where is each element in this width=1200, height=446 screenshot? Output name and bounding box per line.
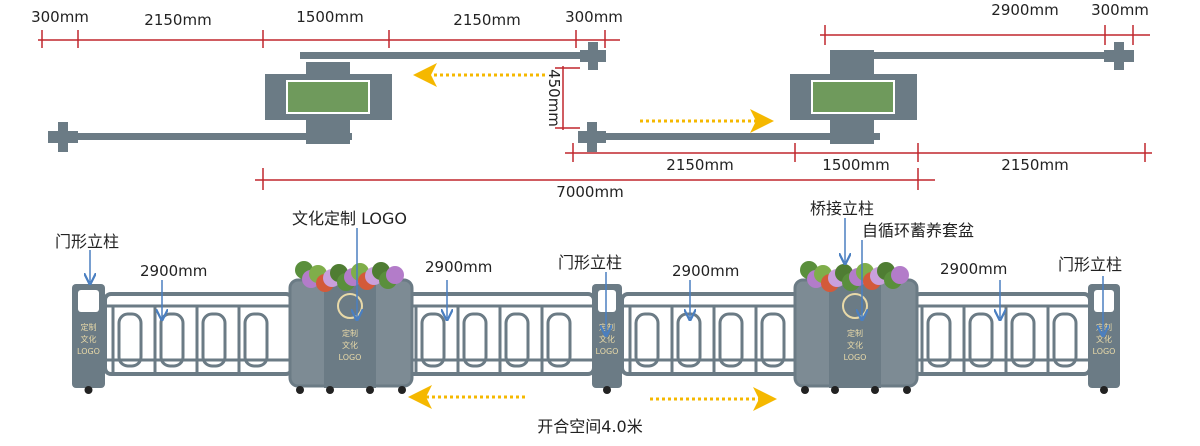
dim-label: 2150mm xyxy=(666,156,733,174)
plant-foliage xyxy=(891,266,909,284)
planter-logo-text: 定制 xyxy=(342,328,358,338)
logo-label: 文化定制 LOGO xyxy=(292,209,407,228)
post-cross xyxy=(588,42,598,70)
plan-left-unit xyxy=(48,42,606,152)
top-rail xyxy=(860,52,1115,59)
dimension-lines xyxy=(38,25,1152,190)
planter-soil xyxy=(811,80,895,114)
dim-label: 2900mm xyxy=(991,1,1058,19)
caster-wheel xyxy=(831,386,839,394)
planter-logo-text: 定制 xyxy=(847,328,863,338)
dim-label: 2150mm xyxy=(1001,156,1068,174)
post-logo-text: 文化 xyxy=(1096,334,1112,344)
caster-wheel xyxy=(801,386,809,394)
post-opening xyxy=(78,290,99,312)
post-logo-text: LOGO xyxy=(77,347,100,356)
post-opening xyxy=(598,290,616,312)
caster-wheel xyxy=(903,386,911,394)
caster-wheel xyxy=(1100,386,1108,394)
planter-label: 自循环蓄养套盆 xyxy=(862,221,974,240)
post-logo-text: 文化 xyxy=(81,334,97,344)
top-rail xyxy=(300,52,585,59)
dim-label: 2150mm xyxy=(144,11,211,29)
planter-logo-text: LOGO xyxy=(339,353,362,362)
post-cross xyxy=(58,122,68,152)
post-opening xyxy=(1094,290,1114,312)
pointer-arrows xyxy=(90,218,1103,334)
fence-loop xyxy=(420,312,446,368)
post-logo-text: LOGO xyxy=(596,347,619,356)
post-label: 门形立柱 xyxy=(558,253,622,272)
post-logo-text: 定制 xyxy=(1096,322,1112,332)
fence-loop xyxy=(546,312,572,368)
gap-dim-label: 450mm xyxy=(545,69,563,127)
dim-label: 300mm xyxy=(565,8,623,26)
post-logo-text: LOGO xyxy=(1093,347,1116,356)
bottom-rail xyxy=(590,133,880,140)
fence-loop xyxy=(760,312,786,368)
plan-right-unit xyxy=(578,42,1134,152)
planter-logo-text: 文化 xyxy=(847,340,863,350)
caster-wheel xyxy=(871,386,879,394)
post-label: 门形立柱 xyxy=(1058,255,1122,274)
fence-loop xyxy=(243,312,269,368)
fence-loop xyxy=(462,312,488,368)
plant-foliage xyxy=(386,266,404,284)
fence-loop xyxy=(1052,312,1078,368)
fence-loop xyxy=(676,312,702,368)
tree-logo-icon xyxy=(842,293,868,319)
post-cross xyxy=(1114,42,1124,70)
post-logo-text: 定制 xyxy=(599,322,615,332)
fence-loop xyxy=(1010,312,1036,368)
caster-wheel xyxy=(326,386,334,394)
caster-wheel xyxy=(603,386,611,394)
fence-loop xyxy=(201,312,227,368)
tree-logo-icon xyxy=(337,293,363,319)
panel-length-label: 2900mm xyxy=(140,262,207,280)
fence-loop xyxy=(718,312,744,368)
dim-label: 2150mm xyxy=(453,11,520,29)
planter-logo-text: LOGO xyxy=(844,353,867,362)
panel-length-label: 2900mm xyxy=(672,262,739,280)
planter-logo-text: 文化 xyxy=(342,340,358,350)
caster-wheel xyxy=(296,386,304,394)
panel-length-label: 2900mm xyxy=(940,260,1007,278)
opening-space-label: 开合空间4.0米 xyxy=(537,417,642,436)
planter-soil xyxy=(286,80,370,114)
fence-loop xyxy=(968,312,994,368)
caster-wheel xyxy=(366,386,374,394)
dim-label: 1500mm xyxy=(296,8,363,26)
fence-loop xyxy=(504,312,530,368)
dim-label: 1500mm xyxy=(822,156,889,174)
logo-board xyxy=(324,280,376,388)
bottom-rail xyxy=(52,133,352,140)
post-logo-text: 定制 xyxy=(81,322,97,332)
post-cross xyxy=(587,122,597,152)
panel-length-label: 2900mm xyxy=(425,258,492,276)
fence-loop xyxy=(159,312,185,368)
post-label: 门形立柱 xyxy=(55,232,119,251)
dim-label: 300mm xyxy=(31,8,89,26)
logo-board xyxy=(829,280,881,388)
bridge-post-label: 桥接立柱 xyxy=(810,199,874,218)
fence-loop xyxy=(117,312,143,368)
fence-loop xyxy=(634,312,660,368)
post-logo-text: 文化 xyxy=(599,334,615,344)
caster-wheel xyxy=(398,386,406,394)
caster-wheel xyxy=(84,386,93,394)
fence-loop xyxy=(926,312,952,368)
dim-label: 300mm xyxy=(1091,1,1149,19)
total-dim-label: 7000mm xyxy=(556,183,623,201)
